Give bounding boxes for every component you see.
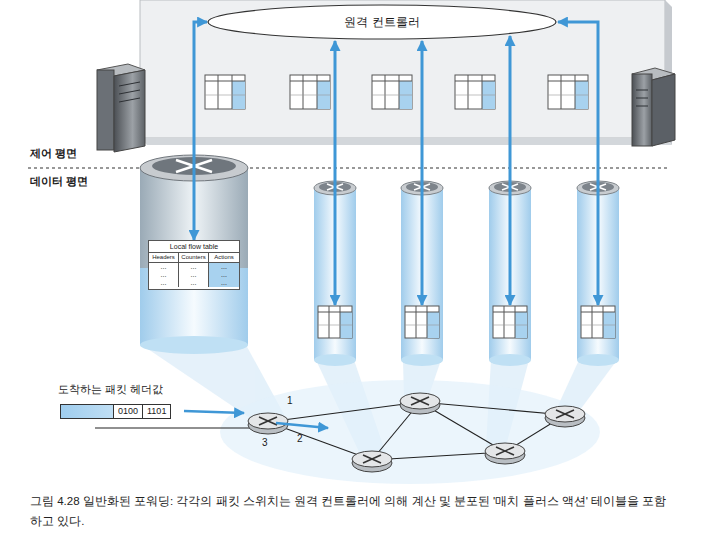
table-cell: ... [209,271,239,279]
packet-arrow [184,411,328,428]
flow-table-icon [548,75,588,109]
shape-line [509,36,512,305]
table-title: Local flow table [149,243,239,253]
shape-line [636,106,648,107]
port-number: 1 [287,395,293,406]
shape-line [119,98,140,102]
flow-table-icon [455,75,495,109]
table-cell: ... [179,279,209,287]
shape-line [636,98,648,99]
router-icon [400,393,440,414]
shape-line [95,427,250,428]
shape-line [334,41,337,305]
port-number: 2 [297,433,303,444]
shape-line [184,411,244,413]
ellipse-outline [208,5,556,39]
shape-line [119,90,140,94]
table-header: Counters [179,253,209,263]
shape-ellipse [140,336,248,354]
port-number: 3 [262,437,268,448]
flow-table-icon [290,75,330,109]
table-cell: ... [209,263,239,271]
flow-table-icon [372,75,412,109]
flow-table: Local flow tableHeadersCountersActions..… [148,240,240,290]
shape-line [276,423,328,428]
router-icon [352,451,392,472]
header-bits: 1101 [142,405,170,418]
table-grid: HeadersCountersActions..................… [149,253,239,287]
shape-line [119,82,140,86]
router-icon [545,406,585,427]
table-cell: ... [179,271,209,279]
table-header: Headers [149,253,179,263]
server-icon [97,64,145,152]
packet-header: 01001101 [60,404,171,419]
node-text: 원격 컨트롤러 [344,15,419,30]
header-bits: 0100 [113,405,142,418]
shape-line [421,41,424,305]
shape-path [558,22,598,305]
table-cell: ... [179,263,209,271]
shape-line [420,402,565,415]
panel-shadow [140,138,672,145]
router-icon [485,443,525,464]
control-arrow [194,22,207,240]
table-cell: ... [209,279,239,287]
controller-ellipse: 원격 컨트롤러 [207,4,557,40]
figure-caption: 그림 4.28 일반화된 포워딩: 각각의 패킷 스위치는 원격 컨트롤러에 의… [30,492,678,531]
table-cell: ... [149,279,179,287]
shape-rect [140,268,248,345]
plane-label: 제어 평면 [30,146,77,161]
plane-label: 데이터 평면 [30,174,88,189]
plane-separator [28,167,668,168]
server-icon [632,68,675,146]
shape-line [636,90,648,91]
shape-rect [632,74,652,146]
shape-rect [97,70,114,150]
flow-table-icon [205,75,245,109]
table-cell: ... [149,263,179,271]
shape-polygon [114,70,145,152]
network-glow [220,380,600,484]
table-header: Actions [209,253,239,263]
table-cell: ... [149,271,179,279]
shape-polygon [652,74,675,146]
control-arrow [335,22,598,305]
packet-label: 도착하는 패킷 헤더값 [58,383,163,397]
